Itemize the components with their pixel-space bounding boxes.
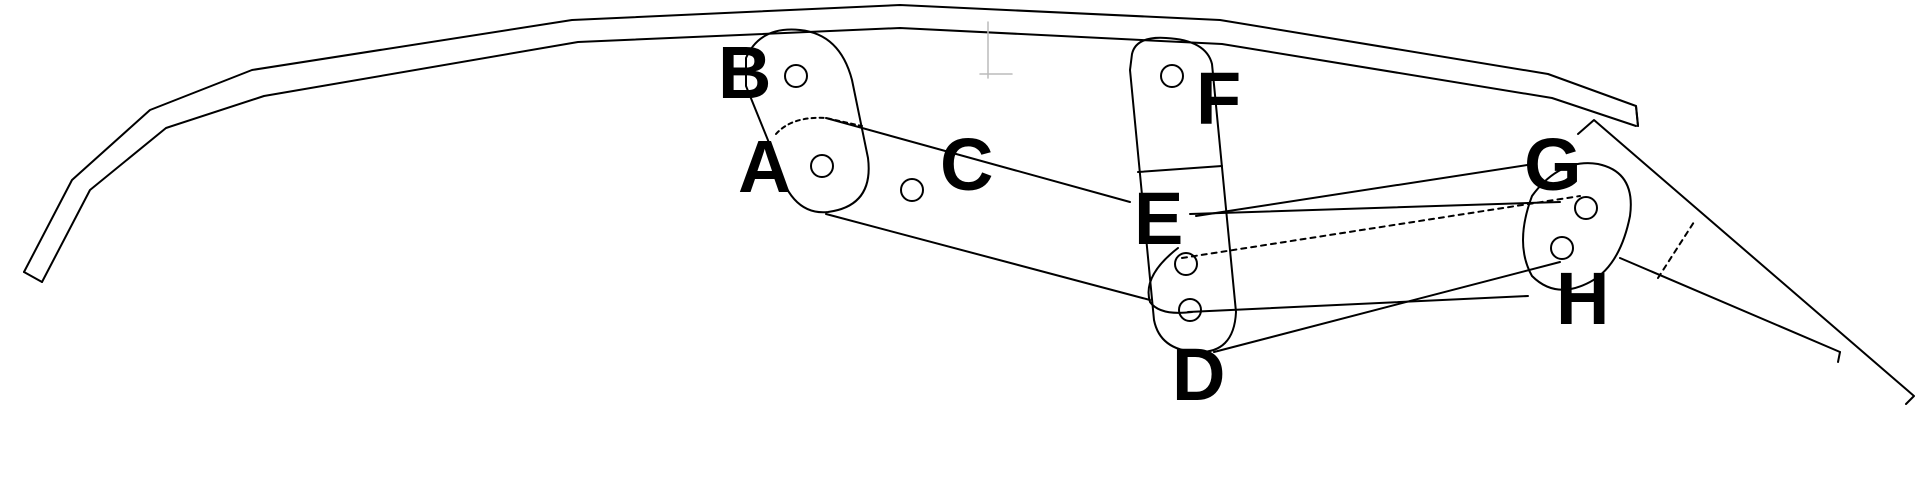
roof-left-end	[23, 271, 43, 283]
link-bar-eg-bottom	[1195, 163, 1535, 217]
label-h: H	[1556, 257, 1610, 340]
link-bar-bottom	[825, 213, 1151, 301]
pivot-e	[1174, 252, 1198, 276]
link-plate-left	[745, 28, 870, 214]
hatch-stay-end	[1837, 351, 1841, 363]
link-vertical-divider	[1137, 165, 1223, 173]
link-bar-d-diag	[1213, 261, 1561, 353]
hatch-dashed	[1657, 221, 1695, 279]
label-g: G	[1524, 123, 1582, 206]
link-bar-top	[825, 117, 1131, 203]
reference-mark	[979, 21, 1013, 79]
pivot-b	[784, 64, 808, 88]
link-bar-eg-top	[1189, 201, 1561, 215]
label-c: C	[940, 123, 994, 206]
roof-right-end	[1635, 105, 1639, 127]
label-e: E	[1134, 177, 1184, 260]
pivot-g	[1574, 196, 1598, 220]
label-f: F	[1196, 57, 1242, 140]
roof-inner-line	[41, 27, 1637, 283]
link-plate-right	[1522, 162, 1632, 291]
pivot-d	[1178, 298, 1202, 322]
link-dashed-line	[1181, 195, 1581, 259]
label-d: D	[1172, 333, 1226, 416]
pivot-h	[1550, 236, 1574, 260]
roof-outer-line	[23, 4, 1639, 273]
label-a: A	[738, 125, 792, 208]
link-bar-dh	[1187, 295, 1529, 313]
pivot-f	[1160, 64, 1184, 88]
hatch-stay	[1619, 257, 1841, 353]
hatch-outline	[1577, 119, 1915, 405]
pivot-a	[810, 154, 834, 178]
link-arc-d	[1147, 247, 1193, 314]
pivot-c	[900, 178, 924, 202]
link-arc-a	[775, 116, 863, 135]
label-b: B	[718, 31, 772, 114]
link-vertical	[1129, 36, 1237, 354]
